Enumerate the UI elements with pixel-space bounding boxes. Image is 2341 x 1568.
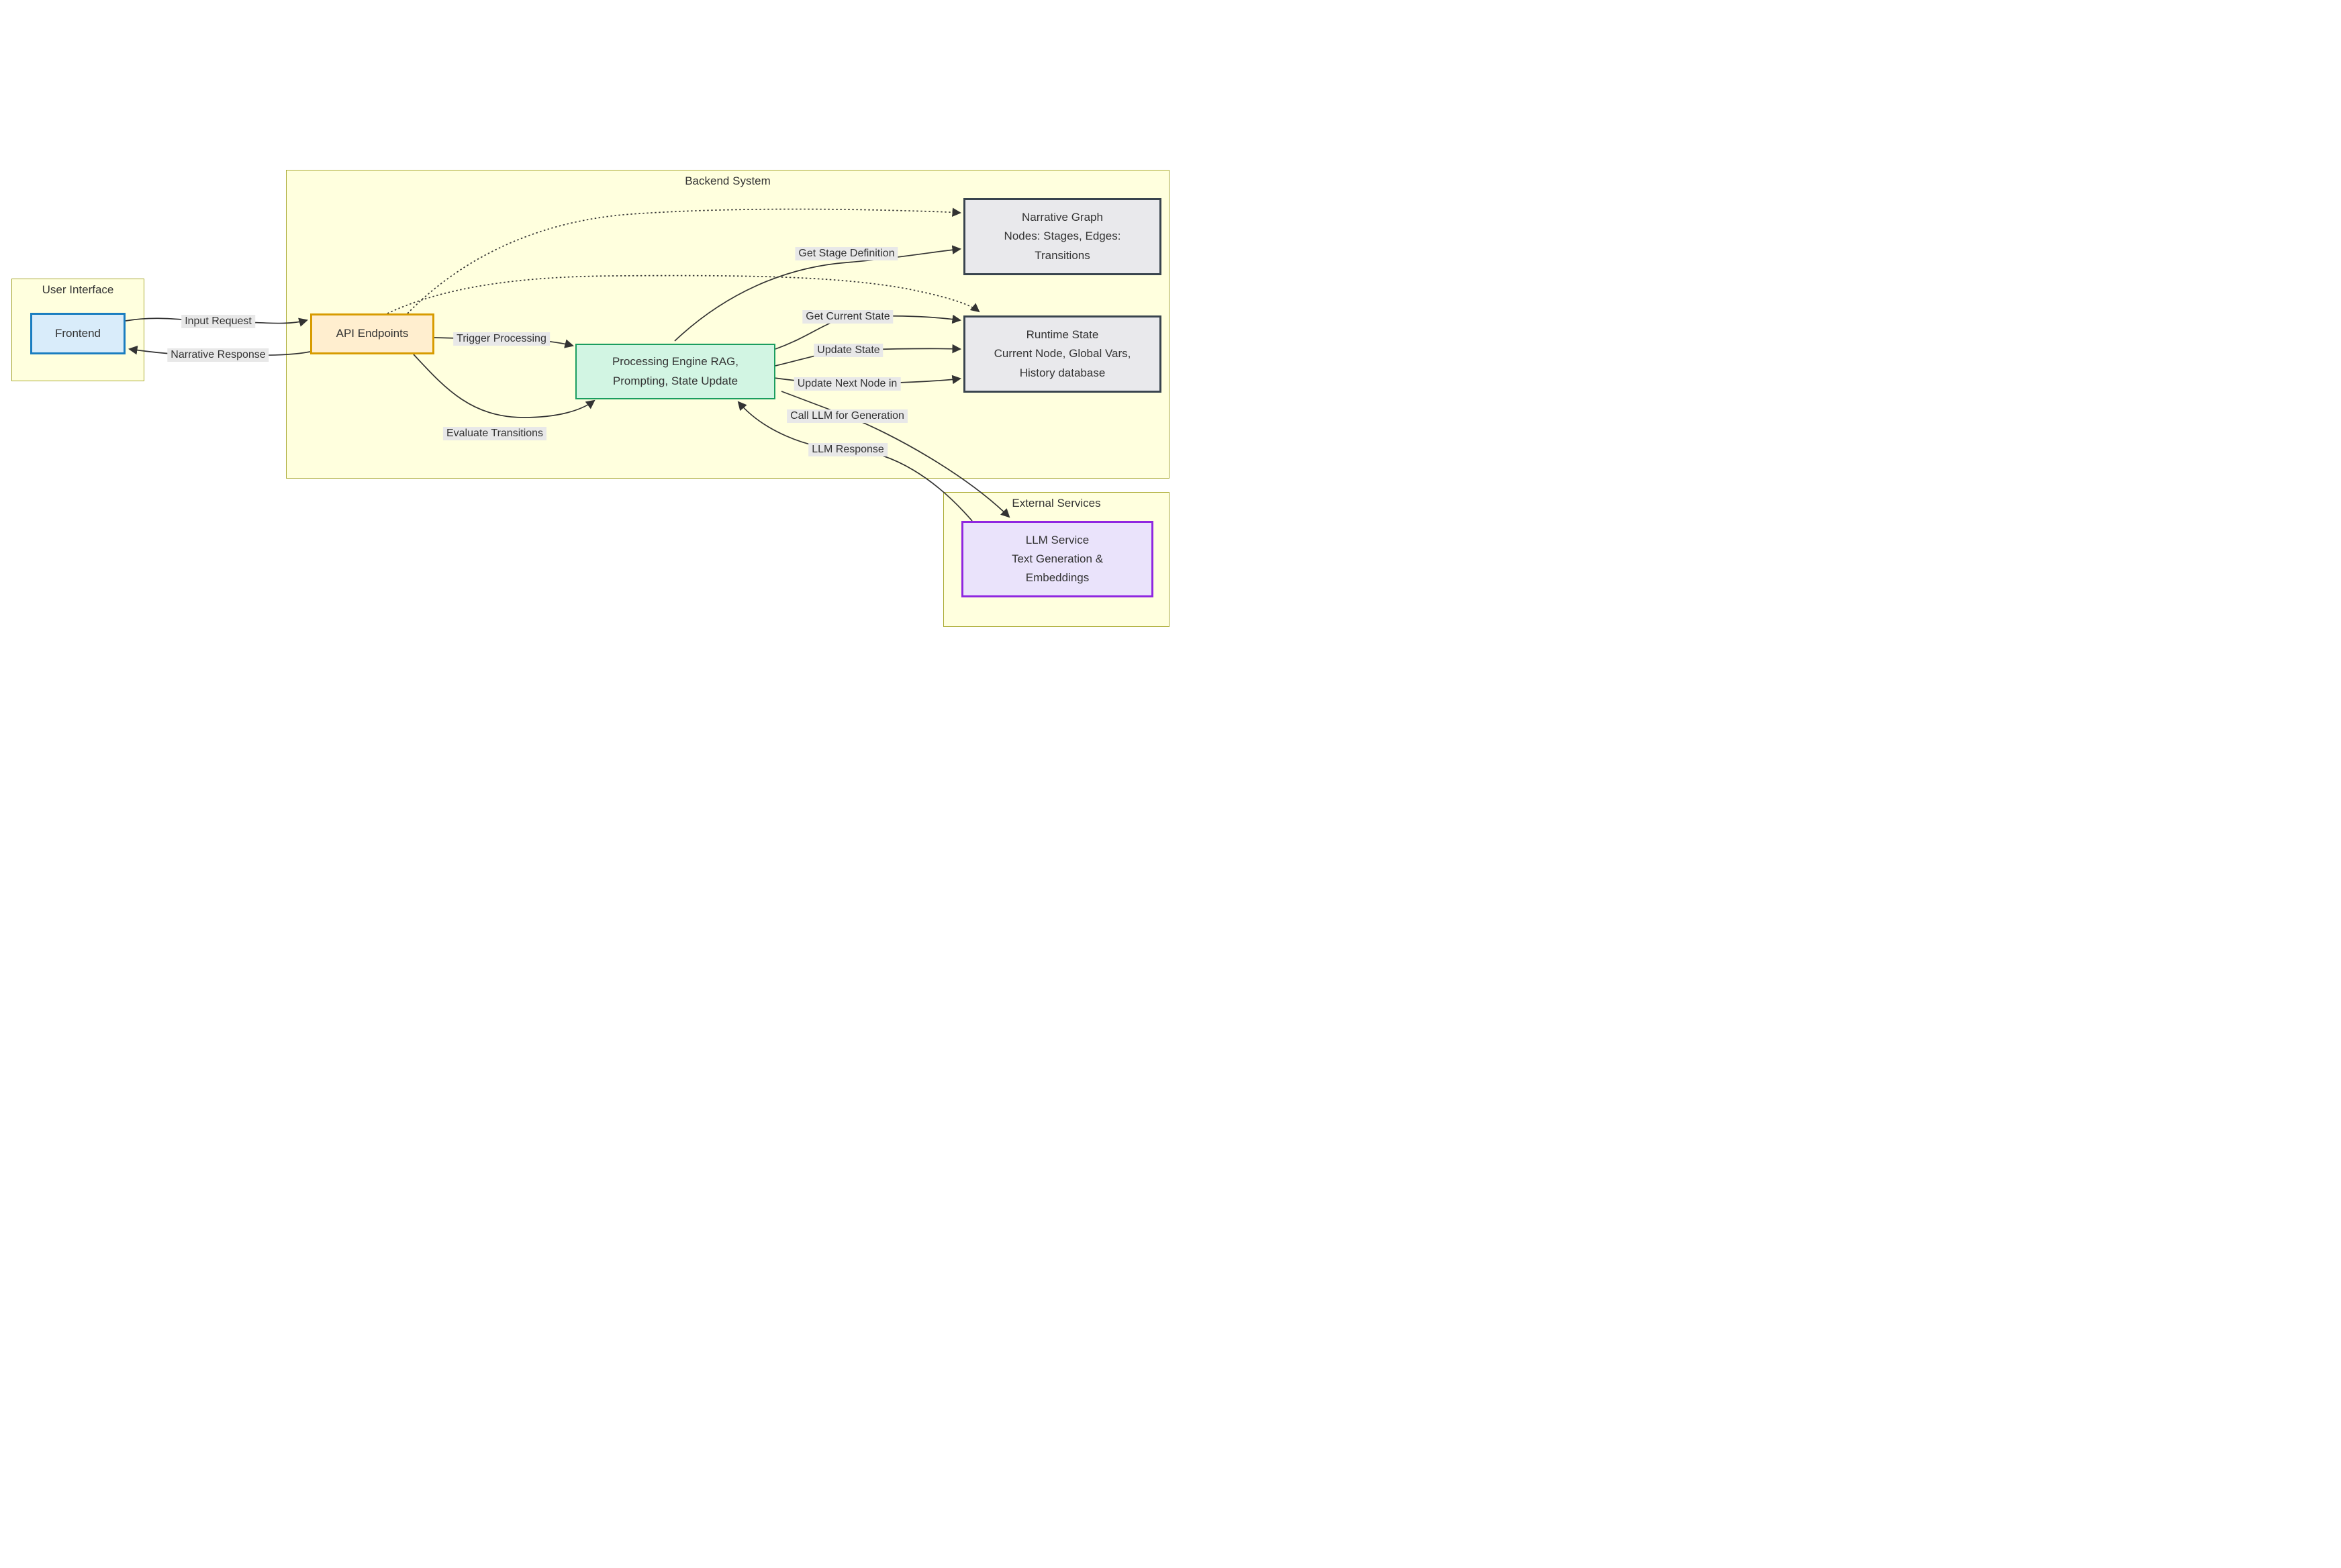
subgraph-backend-system-title: Backend System [685, 175, 771, 187]
edge-label-call-llm: Call LLM for Generation [787, 409, 908, 423]
node-llm-service: LLM Service Text Generation & Embeddings [961, 521, 1153, 597]
edge-label-trigger-processing: Trigger Processing [453, 332, 550, 346]
edge-label-update-next-node: Update Next Node in [794, 377, 901, 391]
edge-label-get-current-state: Get Current State [802, 310, 894, 324]
flowchart-canvas: User Interface Backend System External S… [0, 0, 1171, 784]
edge-label-input-request: Input Request [181, 315, 255, 328]
node-processing-engine: Processing Engine RAG, Prompting, State … [575, 344, 775, 399]
node-api-endpoints: API Endpoints [310, 313, 434, 354]
subgraph-external-services-title: External Services [1012, 497, 1101, 509]
node-frontend: Frontend [30, 313, 126, 354]
edge-label-update-state: Update State [814, 344, 883, 357]
edge-label-get-stage-definition: Get Stage Definition [795, 247, 898, 260]
node-narrative-graph: Narrative Graph Nodes: Stages, Edges: Tr… [963, 198, 1161, 275]
edge-label-narrative-response: Narrative Response [167, 348, 269, 362]
edge-label-llm-response: LLM Response [808, 443, 888, 456]
subgraph-user-interface-title: User Interface [42, 283, 114, 296]
edge-label-evaluate-transitions: Evaluate Transitions [442, 427, 547, 440]
node-runtime-state: Runtime State Current Node, Global Vars,… [963, 315, 1161, 393]
